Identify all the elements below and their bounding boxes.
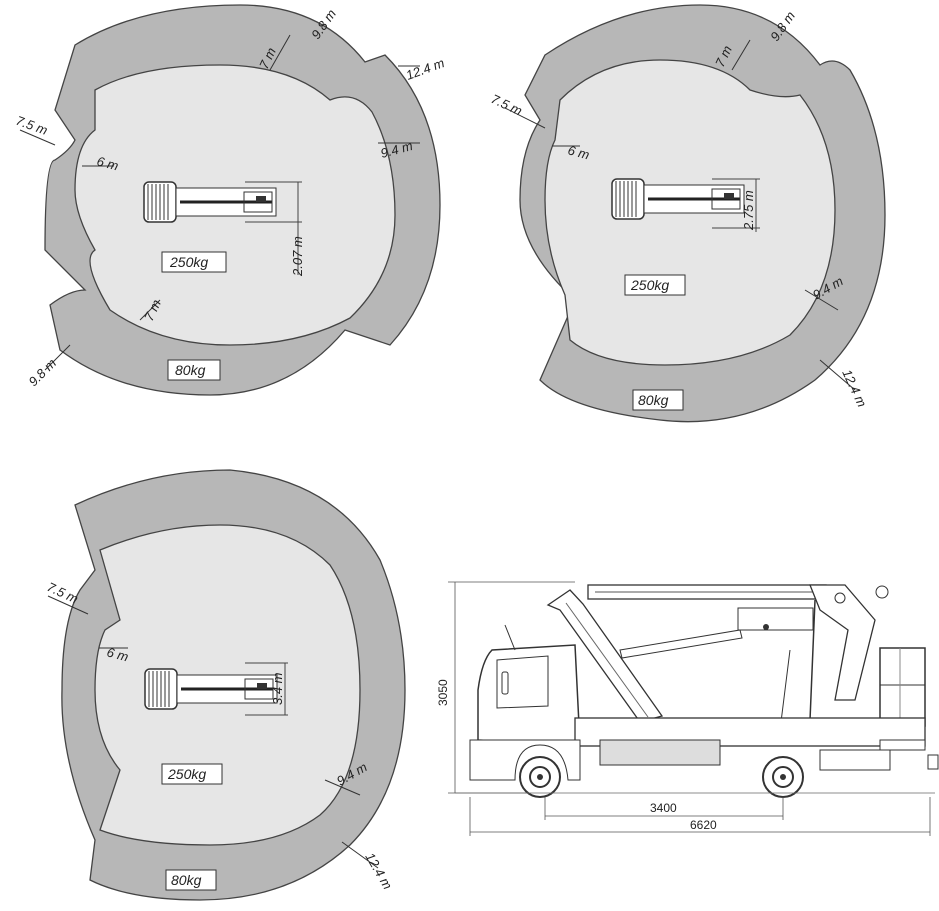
dim-label: 12.4 m <box>839 367 869 410</box>
dim-label: 6 m <box>566 142 591 162</box>
range-diagram-bottom-left: 3.4 m 250kg 80kg 7.5 m 6 m 9.4 m 12.4 m <box>45 469 406 901</box>
truck-top-view-icon <box>142 180 278 224</box>
dim-label: 3.4 m <box>270 672 285 705</box>
dim-label: 12.4 m <box>404 55 447 83</box>
range-diagram-top-right: 2.75 m 250kg 80kg 9.8 m 7 m 7.5 m 6 m 9.… <box>489 4 886 423</box>
truck-side-view: 3050 3400 <box>436 581 939 836</box>
dim-label: 6 m <box>95 153 120 173</box>
load-label-80kg: 80kg <box>175 362 206 378</box>
overall-length-dimension: 6620 <box>690 818 717 832</box>
dim-label: 2.75 m <box>741 190 756 231</box>
load-label-250kg: 250kg <box>169 254 208 270</box>
dim-label: 7.5 m <box>489 91 525 118</box>
load-label-250kg: 250kg <box>167 766 206 782</box>
height-dimension: 3050 <box>436 679 450 706</box>
load-label-250kg: 250kg <box>630 277 669 293</box>
dim-label: 12.4 m <box>362 850 395 892</box>
dim-label: 2.07 m <box>290 236 305 277</box>
dim-label: 7.5 m <box>14 113 50 138</box>
truck-top-view-icon <box>610 177 746 221</box>
load-label-80kg: 80kg <box>171 872 202 888</box>
work-basket <box>879 647 926 727</box>
truck-top-view-icon <box>143 667 279 711</box>
range-diagram-top-left: 2.07 m 250kg 80kg 9.8 m 7 m 12.4 m 7.5 m… <box>14 4 447 396</box>
load-label-80kg: 80kg <box>638 392 669 408</box>
wheelbase-dimension: 3400 <box>650 801 677 815</box>
dim-label: 6 m <box>105 644 130 664</box>
